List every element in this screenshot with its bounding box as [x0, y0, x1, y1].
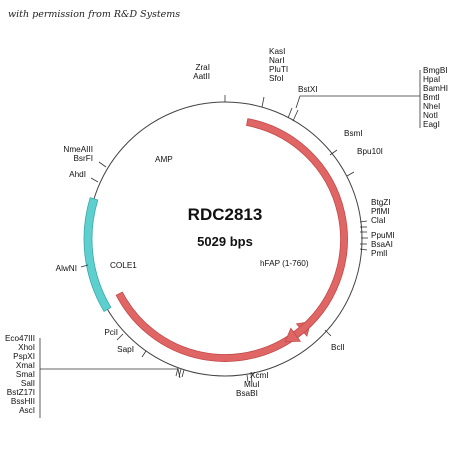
site-label-xmai: XmaI — [16, 361, 35, 370]
feature-label-amp: AMP — [155, 155, 173, 164]
site-label-eco47iii: Eco47III — [5, 334, 35, 343]
tick-bcli — [324, 329, 332, 337]
site-label-pspxi: PspXI — [13, 352, 35, 361]
site-label-asci: AscI — [19, 406, 35, 415]
site-label-bstz17i: BstZ17I — [7, 388, 35, 397]
site-label-nmeaiii: NmeAIII — [63, 145, 93, 154]
tick-sapi — [141, 350, 147, 358]
site-label-pmli: PmlI — [371, 249, 387, 258]
tick-alwni — [80, 264, 89, 268]
site-label-pcii: PciI — [104, 328, 118, 337]
tick-kasi — [261, 96, 265, 108]
feature-hfap-1-760 — [246, 118, 348, 343]
tick-bpu10i — [346, 171, 355, 177]
site-label-bmti: BmtI — [423, 93, 440, 102]
feature-label-hfap: hFAP (1-760) — [260, 259, 309, 268]
site-label-kasi: KasI — [269, 47, 285, 56]
site-label-bsmi: BsmI — [344, 129, 363, 138]
site-label-mlui: MluI — [244, 380, 259, 389]
tick-right-f — [359, 248, 368, 251]
tick-mcs1 — [292, 109, 299, 122]
site-label-bamhi: BamHI — [423, 84, 448, 93]
leader-lines — [39, 70, 421, 418]
site-label-pflmi: PflMI — [371, 207, 390, 216]
site-label-xcmi: XcmI — [250, 371, 269, 380]
site-label-sali: SalI — [21, 379, 35, 388]
site-label-clai: ClaI — [371, 216, 386, 225]
site-label-pluti: PluTI — [269, 65, 288, 74]
site-label-bmgbi: BmgBI — [423, 66, 448, 75]
feature-cole1 — [83, 197, 112, 312]
site-label-nhei: NheI — [423, 102, 440, 111]
site-label-hpai: HpaI — [423, 75, 440, 84]
site-label-noti: NotI — [423, 111, 438, 120]
site-label-smai: SmaI — [16, 370, 35, 379]
leader-mcs1 — [295, 95, 420, 109]
site-label-bsrfi: BsrFI — [73, 154, 93, 163]
tick-bsmi — [329, 149, 338, 156]
site-label-sapi: SapI — [117, 345, 134, 354]
feature-label-cole1: COLE1 — [110, 261, 137, 270]
site-label-ppumi: PpuMI — [371, 231, 395, 240]
tick-mcs2-c — [181, 369, 185, 378]
site-label-bsabi: BsaBI — [236, 389, 258, 398]
site-label-bstxi: BstXI — [298, 85, 318, 94]
tick-xcmi — [250, 373, 253, 383]
feature-layer — [83, 118, 348, 362]
site-label-bsaai: BsaAI — [371, 240, 393, 249]
tick-bstxi — [287, 107, 293, 119]
site-label-sfoi: SfoI — [269, 74, 284, 83]
site-label-alwni: AlwNI — [56, 264, 77, 273]
plasmid-name: RDC2813 — [188, 205, 263, 224]
tick-pcii — [116, 333, 124, 341]
site-label-btgzi: BtgZI — [371, 198, 391, 207]
tick-right-a — [359, 220, 368, 223]
site-label-bpu10i: Bpu10I — [357, 147, 383, 156]
site-label-eagi: EagI — [423, 120, 440, 129]
tick-ahdi — [90, 177, 99, 183]
site-label-nari: NarI — [269, 56, 284, 65]
leader-mcs2 — [40, 368, 181, 379]
site-label-zrai: ZraI — [195, 63, 210, 72]
site-label-xhoi: XhoI — [18, 343, 35, 352]
site-label-bsshii: BssHII — [11, 397, 35, 406]
site-label-ahdi: AhdI — [69, 170, 86, 179]
site-label-aatii: AatII — [193, 72, 210, 81]
tick-bsrfi — [98, 161, 107, 168]
credit-text: with permission from R&D Systems — [8, 9, 181, 20]
tick-mlui — [246, 374, 249, 383]
plasmid-size: 5029 bps — [197, 234, 253, 249]
site-label-bcli: BclI — [331, 343, 345, 352]
